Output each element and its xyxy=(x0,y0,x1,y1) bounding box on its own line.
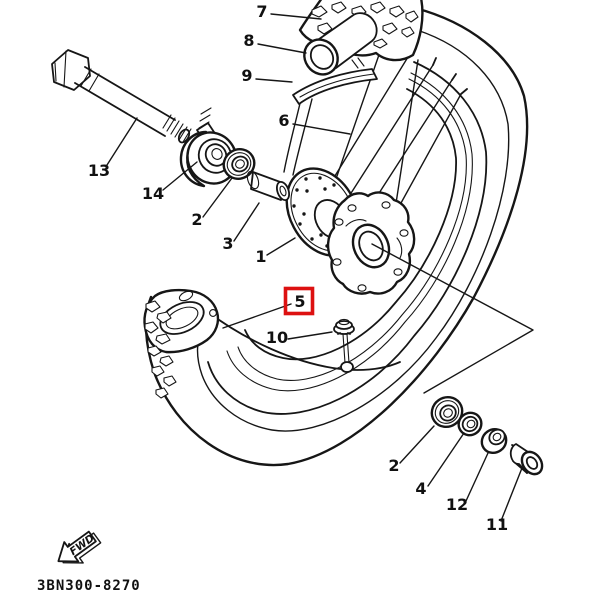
part-label-1[interactable]: 1 xyxy=(255,247,266,266)
oil-seal xyxy=(457,411,483,437)
tire-group xyxy=(143,6,529,467)
tire-section-top xyxy=(292,0,424,105)
part-label-13[interactable]: 13 xyxy=(88,161,110,180)
part-labels: 7 8 9 6 13 14 2 3 1 5 10 2 4 12 11 xyxy=(88,2,508,534)
fwd-direction-arrow: FWD xyxy=(57,530,102,564)
tire-valve xyxy=(333,318,355,373)
inner-tube-section xyxy=(303,12,378,76)
wheel-bearing-lower xyxy=(430,395,464,429)
axle-shaft xyxy=(51,49,192,144)
part-label-2-lower[interactable]: 2 xyxy=(388,456,399,475)
part-label-3[interactable]: 3 xyxy=(222,234,233,253)
part-label-11[interactable]: 11 xyxy=(486,515,508,534)
tread-knobs-left xyxy=(144,300,177,399)
part-number-text: 3BN300-8270 xyxy=(37,578,141,594)
part-label-9[interactable]: 9 xyxy=(241,66,252,85)
bearing-spacer xyxy=(246,170,291,202)
hub-bolt-holes xyxy=(332,201,409,292)
part-label-12[interactable]: 12 xyxy=(446,495,468,514)
axle-collar xyxy=(509,443,544,476)
wheel-bearing-upper xyxy=(222,148,256,180)
rim-band xyxy=(292,68,378,105)
part-label-6[interactable]: 6 xyxy=(278,111,289,130)
part-label-10[interactable]: 10 xyxy=(266,328,288,347)
part-label-14[interactable]: 14 xyxy=(142,184,164,203)
part-label-4[interactable]: 4 xyxy=(415,479,426,498)
rim-group xyxy=(207,57,488,415)
part-label-5[interactable]: 5 xyxy=(294,292,305,311)
part-label-7[interactable]: 7 xyxy=(256,2,267,21)
leader-lines xyxy=(106,13,534,522)
highlight-box[interactable] xyxy=(283,286,315,316)
part-label-8[interactable]: 8 xyxy=(243,31,254,50)
front-hub xyxy=(326,191,416,295)
part-label-2-upper[interactable]: 2 xyxy=(191,210,202,229)
highlighted-part-5[interactable]: 5 xyxy=(283,286,315,316)
dust-cover xyxy=(480,427,508,455)
